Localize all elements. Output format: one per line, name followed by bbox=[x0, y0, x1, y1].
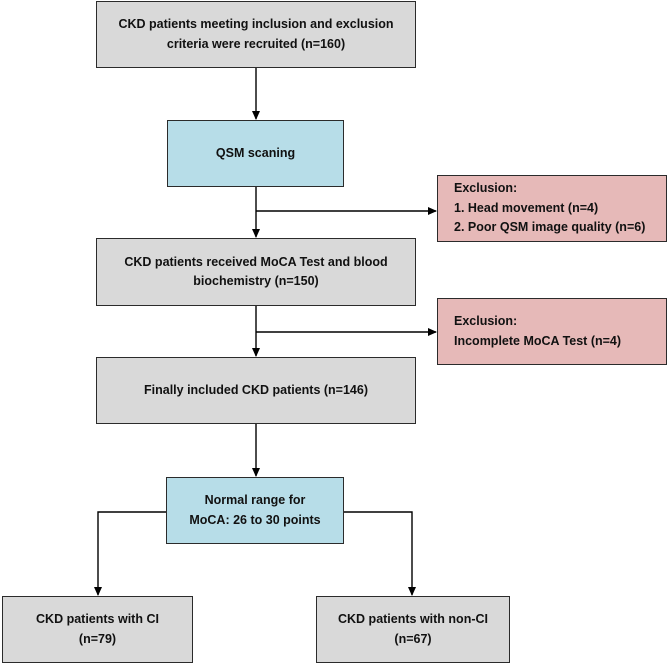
exclusion-2-item-1: Incomplete MoCA Test (n=4) bbox=[454, 333, 622, 348]
arrow-normal-to-ci bbox=[94, 511, 166, 596]
nonci-group-box: CKD patients with non-CI (n=67) bbox=[316, 596, 510, 663]
exclusion-box-2: Exclusion: Incomplete MoCA Test (n=4) bbox=[437, 298, 667, 365]
ci-group-box: CKD patients with CI (n=79) bbox=[2, 596, 193, 663]
exclusion-1-item-2: 2. Poor QSM image quality (n=6) bbox=[454, 220, 646, 235]
ci-group-line-1: CKD patients with CI bbox=[36, 612, 159, 627]
included-patients-box: Finally included CKD patients (n=146) bbox=[96, 357, 416, 424]
moca-line-1: CKD patients received MoCA Test and bloo… bbox=[124, 254, 388, 269]
nonci-group-line-1: CKD patients with non-CI bbox=[338, 612, 488, 627]
exclusion-1-item-1: 1. Head movement (n=4) bbox=[454, 200, 599, 215]
exclusion-1-title: Exclusion: bbox=[454, 181, 518, 196]
recruited-line-1: CKD patients meeting inclusion and exclu… bbox=[118, 17, 394, 32]
moca-line-2: biochemistry (n=150) bbox=[193, 274, 319, 288]
included-label: Finally included CKD patients (n=146) bbox=[144, 382, 368, 397]
normal-range-line-1: Normal range for bbox=[204, 493, 306, 508]
normal-range-box: Normal range for MoCA: 26 to 30 points bbox=[166, 477, 344, 544]
recruited-box: CKD patients meeting inclusion and exclu… bbox=[96, 1, 416, 68]
qsm-scanning-box: QSM scaning bbox=[167, 120, 344, 187]
ci-group-line-2: (n=79) bbox=[78, 631, 117, 646]
qsm-scanning-label: QSM scaning bbox=[215, 145, 296, 160]
normal-range-line-2: MoCA: 26 to 30 points bbox=[189, 512, 321, 527]
nonci-group-line-2: (n=67) bbox=[394, 631, 432, 646]
exclusion-2-title: Exclusion: bbox=[454, 314, 518, 329]
exclusion-box-1: Exclusion: 1. Head movement (n=4) 2. Poo… bbox=[437, 175, 667, 242]
arrow-normal-to-nonci bbox=[344, 511, 416, 596]
recruited-line-2: criteria were recruited (n=160) bbox=[166, 36, 346, 51]
moca-test-box: CKD patients received MoCA Test and bloo… bbox=[96, 238, 416, 306]
